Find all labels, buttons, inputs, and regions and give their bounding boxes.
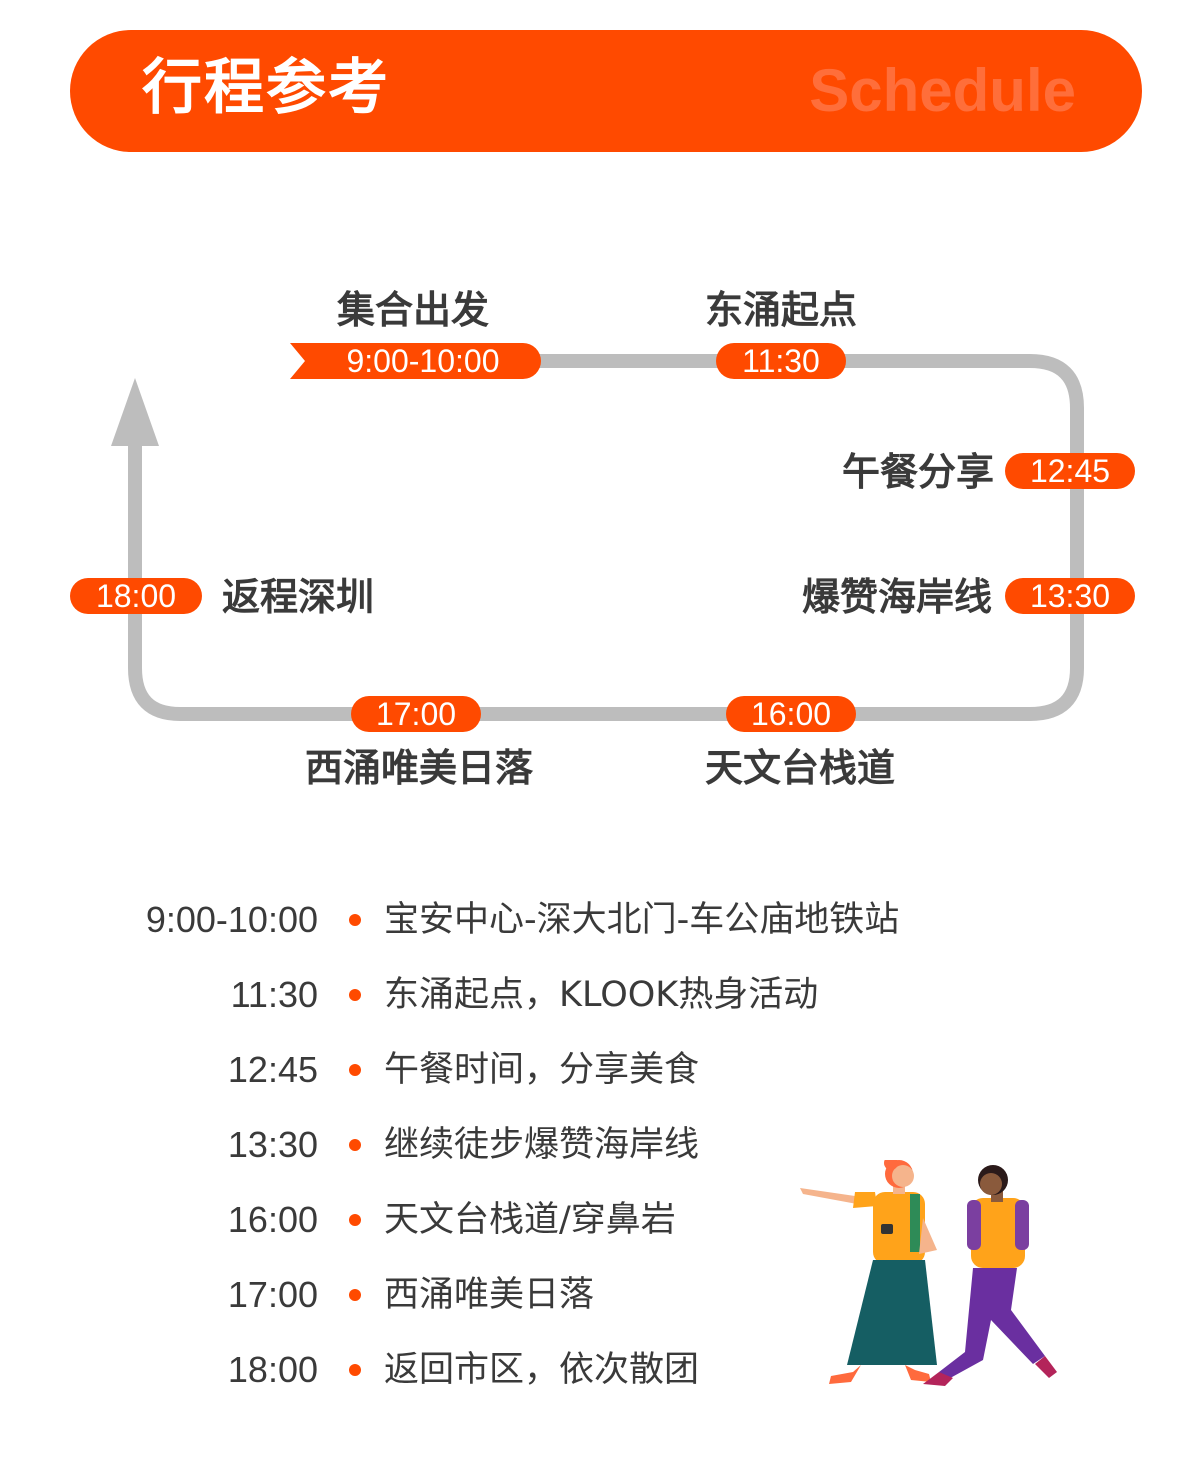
stop-time-gathering: 9:00-10:00 [305,343,541,379]
schedule-time: 9:00-10:00 [145,899,318,940]
schedule-text: 宝安中心-深大北门-车公庙地铁站 [384,900,900,940]
stop-time-return: 18:00 [70,578,202,614]
schedule-text: 天文台栈道/穿鼻岩 [384,1200,676,1240]
stop-label-gathering: 集合出发 [337,288,490,332]
list-item: 18:00 返回市区，依次散团 [0,1345,1000,1395]
stop-time-dongyong: 11:30 [716,343,846,379]
up-arrow-icon [111,378,159,446]
stop-label-dongyong: 东涌起点 [705,288,858,332]
list-item: 11:30 东涌起点，KLOOK热身活动 [0,970,1000,1020]
stop-label-sunset: 西涌唯美日落 [305,746,534,790]
list-item: 12:45 午餐时间，分享美食 [0,1045,1000,1095]
list-item: 13:30 继续徒步爆赞海岸线 [0,1120,1000,1170]
schedule-text: 午餐时间，分享美食 [384,1050,700,1090]
bullet-dot-icon [349,1064,361,1076]
stop-time-coastline: 13:30 [1005,578,1135,614]
bullet-dot-icon [349,989,361,1001]
stop-time-lunch: 12:45 [1005,453,1135,489]
hiker-pointing-icon [800,1160,937,1384]
schedule-time: 13:30 [227,1124,318,1165]
bullet-dot-icon [349,1364,361,1376]
stop-label-observatory: 天文台栈道 [705,746,896,790]
schedule-time: 16:00 [227,1199,318,1240]
stop-time-sunset: 17:00 [351,696,481,732]
bullet-dot-icon [349,1139,361,1151]
hiker-walking-icon [923,1165,1057,1386]
bullet-dot-icon [349,1214,361,1226]
stop-label-coastline: 爆赞海岸线 [802,575,993,619]
route-path [111,343,1084,721]
hikers-illustration [800,1160,1057,1386]
bullet-dot-icon [349,914,361,926]
list-item: 16:00 天文台栈道/穿鼻岩 [0,1195,1000,1245]
page-title: 行程参考 [142,53,390,123]
schedule-time: 18:00 [227,1349,318,1390]
page-subtitle: Schedule [809,57,1076,124]
schedule-time: 12:45 [227,1049,318,1090]
list-item: 17:00 西涌唯美日落 [0,1270,1000,1320]
schedule-text: 继续徒步爆赞海岸线 [384,1125,700,1165]
schedule-text: 返回市区，依次散团 [384,1350,700,1390]
stop-time-observatory: 16:00 [726,696,856,732]
list-item: 9:00-10:00 宝安中心-深大北门-车公庙地铁站 [0,895,1000,945]
schedule-text: 东涌起点，KLOOK热身活动 [384,975,819,1015]
stop-label-lunch: 午餐分享 [842,450,995,494]
schedule-time: 11:30 [230,974,318,1015]
header-banner: 行程参考 Schedule [70,30,1142,152]
schedule-text: 西涌唯美日落 [384,1275,595,1315]
stop-label-return: 返程深圳 [222,575,375,619]
schedule-time: 17:00 [227,1274,318,1315]
bullet-dot-icon [349,1289,361,1301]
